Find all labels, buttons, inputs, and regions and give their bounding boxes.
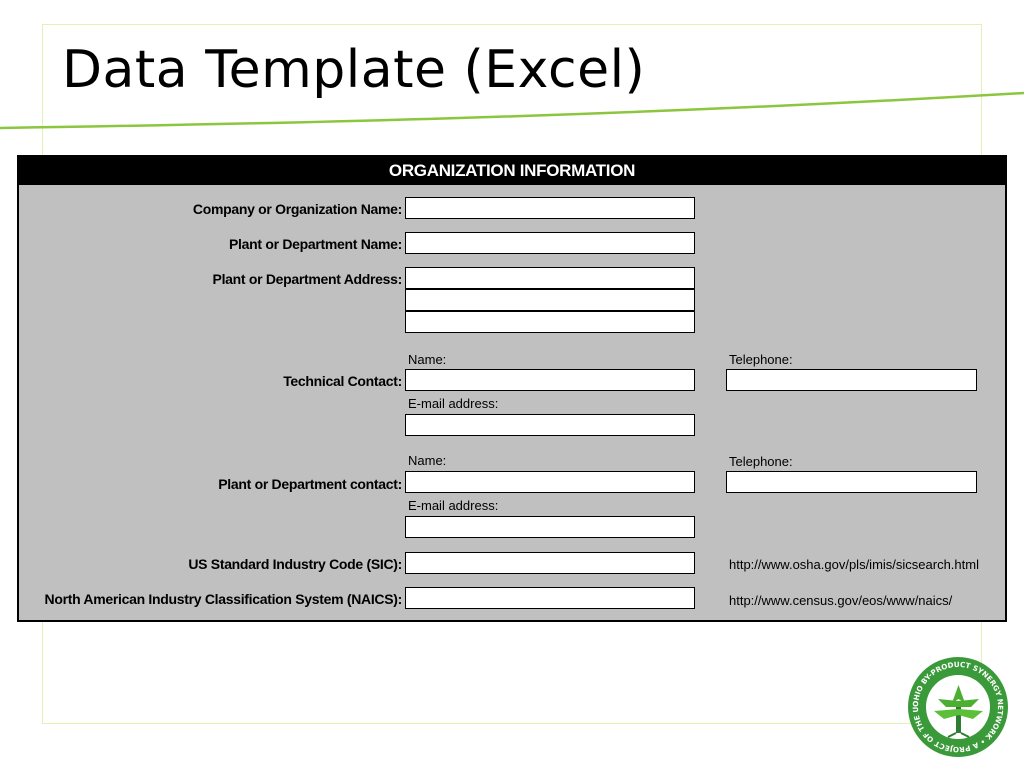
tree-icon [934, 685, 983, 738]
technical-contact-label: Technical Contact: [283, 373, 402, 389]
accent-swoosh-line [0, 91, 1024, 130]
plant-contact-telephone-field[interactable] [726, 471, 977, 493]
plant-contact-label: Plant or Department contact: [218, 476, 402, 492]
company-name-label: Company or Organization Name: [192, 201, 402, 217]
form-header: ORGANIZATION INFORMATION [19, 157, 1005, 185]
plant-address-line-2-field[interactable] [405, 289, 695, 311]
tech-contact-name-field[interactable] [405, 369, 695, 391]
slide-title: Data Template (Excel) [62, 40, 646, 100]
naics-label: North American Industry Classification S… [44, 591, 403, 607]
sic-lookup-link[interactable]: http://www.osha.gov/pls/imis/sicsearch.h… [729, 557, 979, 572]
plant-address-line-1-field[interactable] [405, 267, 695, 289]
plant-address-line-3-field[interactable] [405, 311, 695, 333]
tech-contact-telephone-field[interactable] [726, 369, 977, 391]
naics-lookup-link[interactable]: http://www.census.gov/eos/www/naics/ [729, 593, 953, 608]
plant-contact-email-label: E-mail address: [408, 498, 499, 513]
plant-contact-name-field[interactable] [405, 471, 695, 493]
tech-contact-email-label: E-mail address: [408, 396, 499, 411]
tech-contact-email-field[interactable] [405, 414, 695, 436]
organization-information-form: ORGANIZATION INFORMATION Company or Orga… [17, 155, 1007, 622]
plant-address-label: Plant or Department Address: [212, 271, 403, 287]
tech-contact-name-label: Name: [408, 352, 447, 367]
ohio-byproduct-synergy-logo: OHIO BY-PRODUCT SYNERGY NETWORK • A PROJ… [906, 655, 1008, 757]
plant-name-field[interactable] [405, 232, 695, 254]
plant-name-label: Plant or Department Name: [229, 236, 402, 252]
plant-contact-telephone-label: Telephone: [729, 454, 793, 469]
plant-contact-email-field[interactable] [405, 516, 695, 538]
plant-contact-name-label: Name: [408, 453, 447, 468]
naics-code-field[interactable] [405, 587, 695, 609]
tech-contact-telephone-label: Telephone: [729, 352, 793, 367]
company-name-field[interactable] [405, 197, 695, 219]
sic-code-field[interactable] [405, 552, 695, 574]
sic-label: US Standard Industry Code (SIC): [188, 556, 402, 572]
